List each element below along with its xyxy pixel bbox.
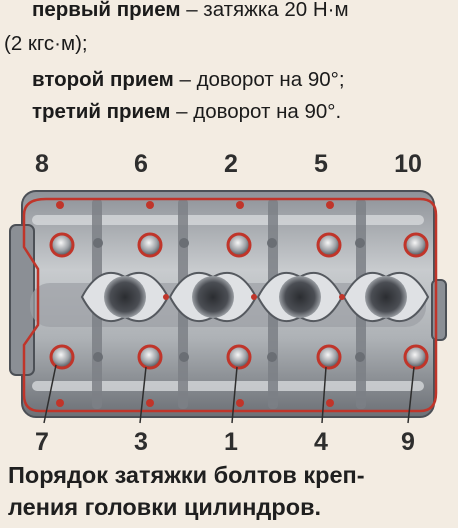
bolt-3 [137, 344, 163, 370]
step-1-label: первый прием [32, 0, 181, 21]
bolt-1 [226, 344, 252, 370]
cylinder-head-diagram [9, 190, 447, 424]
bolt-2 [226, 232, 252, 258]
bolts-top [49, 232, 429, 258]
bolt-number-3: 3 [134, 428, 148, 456]
bolt-number-4: 4 [314, 428, 328, 456]
step-2-value: – доворот на 90°; [173, 68, 345, 91]
gasket-marks [56, 201, 345, 407]
bolt-4 [316, 344, 342, 370]
bolts-bottom [49, 344, 429, 370]
bolt-number-6: 6 [134, 150, 148, 178]
bolt-7 [49, 344, 75, 370]
bolt-number-8: 8 [35, 150, 49, 178]
bolt-number-7: 7 [35, 428, 49, 456]
bolt-number-5: 5 [314, 150, 328, 178]
leader-lines [43, 364, 415, 424]
step-3-label: третий прием [32, 100, 171, 123]
gasket-outline [22, 197, 438, 413]
bolt-number-2: 2 [224, 150, 238, 178]
step-2-line: второй прием – доворот на 90°; [32, 68, 345, 92]
bolt-6 [137, 232, 163, 258]
bolt-number-10: 10 [394, 150, 422, 178]
bolt-number-1: 1 [224, 428, 238, 456]
step-3-value: – доворот на 90°. [170, 100, 342, 123]
step-3-line: третий прием – доворот на 90°. [32, 100, 341, 124]
bolt-number-9: 9 [401, 428, 415, 456]
step-1-continuation: (2 кгс·м); [4, 32, 88, 55]
figure-caption-line-1: Порядок затяжки болтов креп- [8, 462, 365, 488]
bolt-10 [403, 232, 429, 258]
figure-caption-line-2: ления головки цилиндров. [8, 494, 322, 520]
bolt-9 [403, 344, 429, 370]
step-1-line: первый прием – затяжка 20 Н·м [32, 0, 349, 22]
step-1-value: – затяжка 20 Н·м [180, 0, 349, 21]
step-2-label: второй прием [32, 68, 174, 91]
bolt-8 [49, 232, 75, 258]
bolt-5 [316, 232, 342, 258]
